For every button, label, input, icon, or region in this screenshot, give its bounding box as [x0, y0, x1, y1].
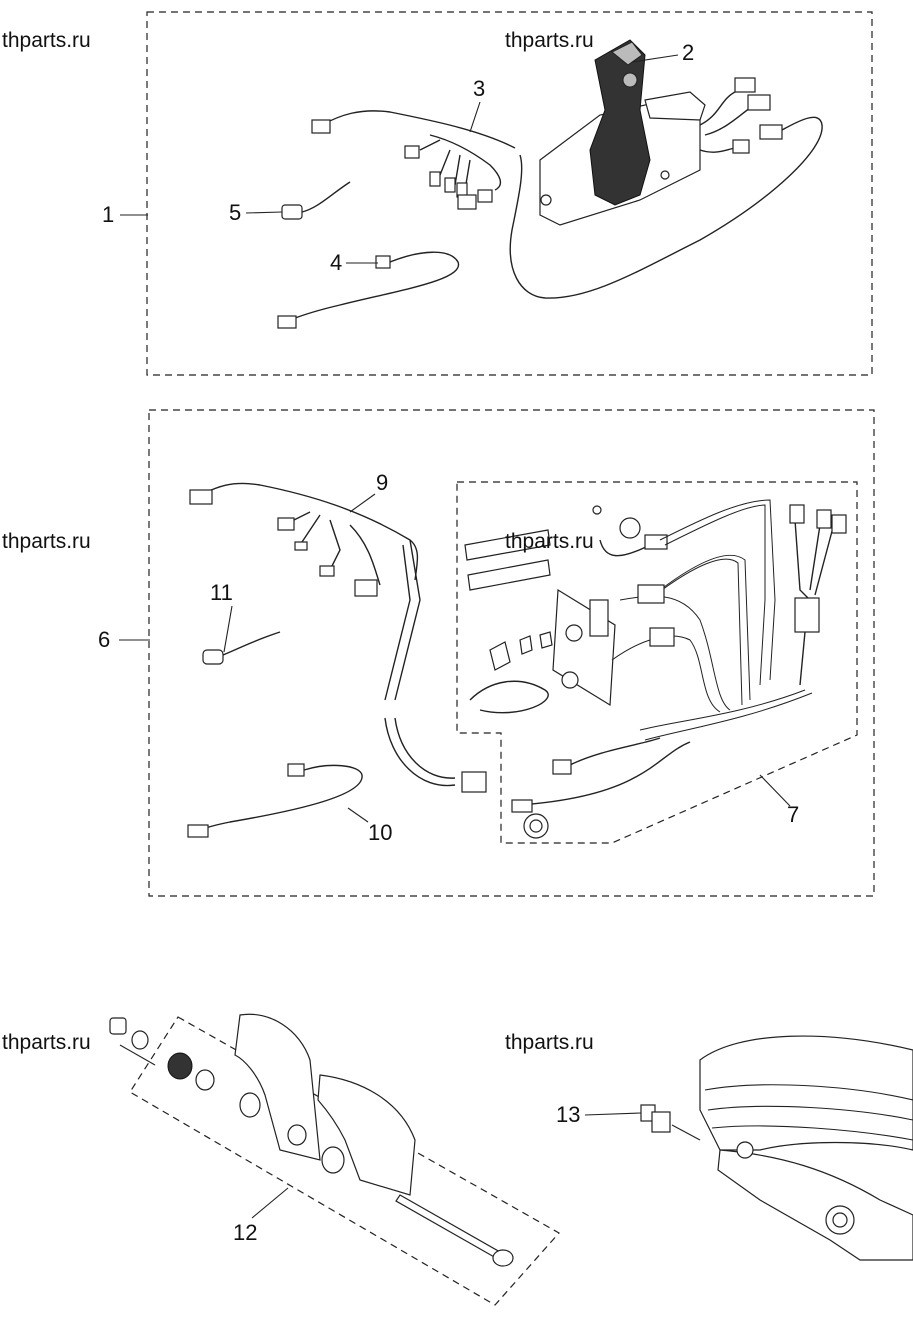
- group-12-dashed-frame: [129, 1016, 560, 1306]
- mounting-bracket: [234, 1013, 321, 1161]
- wire-harness-9: [189, 482, 421, 701]
- callout-13: 13: [556, 1102, 580, 1127]
- part-5-cable: [281, 181, 351, 220]
- box-connectors: [699, 77, 783, 154]
- part-10-cable: [187, 763, 363, 838]
- callout-7: 7: [787, 802, 799, 827]
- group-6-dashed-frame: [148, 409, 875, 897]
- remote-control-box: [539, 39, 706, 226]
- watermark: thparts.ru: [2, 29, 91, 52]
- callout-5: 5: [229, 200, 241, 225]
- callout-6: 6: [98, 627, 110, 652]
- callout-10: 10: [368, 820, 392, 845]
- group-7-dashed-frame: [456, 481, 858, 844]
- watermark: thparts.ru: [505, 29, 594, 52]
- watermark: thparts.ru: [2, 530, 91, 553]
- watermark: thparts.ru: [505, 530, 594, 553]
- part-4-cable: [277, 251, 460, 329]
- group-7-switch-panel: [464, 499, 847, 839]
- group-13-cowling: [640, 1035, 913, 1261]
- callout-3: 3: [473, 76, 485, 101]
- watermark: thparts.ru: [2, 1031, 91, 1054]
- group-6-harness-kit: [148, 409, 875, 897]
- callout-9: 9: [376, 470, 388, 495]
- long-bolt: [395, 1194, 501, 1259]
- callout-4: 4: [330, 250, 342, 275]
- watermark: thparts.ru: [505, 1031, 594, 1054]
- callout-12: 12: [233, 1220, 257, 1245]
- group-12-mounting: [109, 1013, 560, 1306]
- engine-cowling: [699, 1035, 913, 1151]
- part-13-fitting: [640, 1104, 701, 1141]
- watermarks: thparts.ru thparts.ru thparts.ru thparts…: [2, 29, 594, 1054]
- group-1-remote-control-assembly: [146, 11, 873, 376]
- harness-lower-connector: [384, 717, 487, 793]
- box-harness-loop: [509, 116, 823, 299]
- part-11-cable: [202, 631, 281, 665]
- callouts: 1 2 3 4 5 6 7 9 10 11 12 13: [98, 40, 799, 1245]
- wire-harness-3: [311, 110, 516, 210]
- callout-1: 1: [102, 202, 114, 227]
- callout-11: 11: [210, 580, 233, 605]
- callout-2: 2: [682, 40, 694, 65]
- group-1-dashed-frame: [146, 11, 873, 376]
